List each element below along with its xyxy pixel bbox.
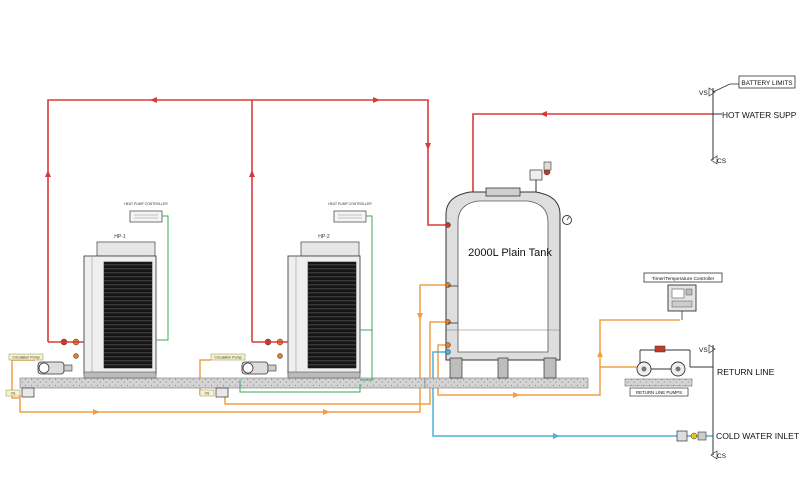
cs-tag-bottom: CS bbox=[717, 453, 727, 460]
storage-tank[interactable] bbox=[445, 187, 561, 379]
battery-limits-callout bbox=[712, 75, 796, 93]
heat-pump-2[interactable] bbox=[287, 241, 361, 379]
tank-gauge bbox=[562, 215, 572, 225]
hp1-controller: HEAT PUMP CONTROLLER bbox=[124, 202, 168, 223]
cold-inlet-valves bbox=[676, 430, 707, 442]
vs-symbol-bottom bbox=[708, 344, 716, 354]
cs-tag-top: CS bbox=[717, 158, 727, 165]
circulation-pump-1[interactable] bbox=[37, 361, 73, 375]
heat-pump-1[interactable] bbox=[83, 241, 157, 379]
return-pumps-label-box bbox=[629, 387, 689, 397]
strainer-left: VS bbox=[5, 387, 35, 398]
hp2-to-tank-wire bbox=[239, 380, 361, 393]
strainer-mid: VS bbox=[199, 387, 229, 398]
circulation-pump-1-tag bbox=[8, 353, 44, 361]
timer-controller-label: Timer/Temperature Controller bbox=[652, 276, 715, 282]
circulation-pump-2-tag bbox=[210, 353, 246, 361]
tank-relief-valve bbox=[529, 161, 552, 192]
cold-water-inlet-label: COLD WATER INLET bbox=[716, 431, 800, 441]
tank-nozzles bbox=[445, 222, 458, 355]
battery-limits-label: BATTERY LIMITS bbox=[741, 80, 792, 87]
cs-symbol-bottom bbox=[710, 450, 718, 460]
hp1-controller-label: HEAT PUMP CONTROLLER bbox=[124, 202, 168, 206]
circulation-pump-1-label: Circulation Pump bbox=[12, 356, 39, 360]
circulation-pump-2[interactable] bbox=[241, 361, 277, 375]
timer-controller[interactable] bbox=[667, 284, 697, 312]
flow-arrows-cold bbox=[553, 433, 560, 439]
concrete-pad-tank bbox=[424, 377, 589, 389]
strainer-left-tag: VS bbox=[11, 392, 16, 396]
hp2-controller: HEAT PUMP CONTROLLER bbox=[328, 202, 372, 223]
hp-valve-markers bbox=[48, 338, 288, 359]
vs-symbol-top bbox=[708, 87, 716, 97]
tank-label: 2000L Plain Tank bbox=[468, 247, 552, 259]
return-pumps-label: RETURN LINE PUMPS bbox=[636, 390, 682, 395]
hp1-control-wire bbox=[156, 215, 169, 341]
return-line-label: RETURN LINE bbox=[717, 367, 775, 377]
flow-arrows-hot bbox=[45, 97, 547, 177]
timer-controller-label-box bbox=[643, 272, 723, 283]
strainer-mid-tag: VS bbox=[205, 392, 210, 396]
hp2-control-wire bbox=[360, 215, 373, 381]
vs-tag-bottom: VS bbox=[699, 347, 708, 354]
cold-water-piping bbox=[432, 351, 713, 437]
hp2-controller-label: HEAT PUMP CONTROLLER bbox=[328, 202, 372, 206]
hp1-label: HP-1 bbox=[114, 234, 126, 240]
return-line-pumps[interactable] bbox=[636, 345, 691, 377]
circulation-pump-2-label: Circulation Pump bbox=[214, 356, 241, 360]
hp2-label: HP-2 bbox=[318, 234, 330, 240]
vs-tag-top: VS bbox=[699, 90, 708, 97]
flow-arrows-return bbox=[93, 313, 603, 415]
concrete-pad-pumps bbox=[624, 378, 693, 387]
hot-water-supply-label: HOT WATER SUPP bbox=[722, 110, 797, 120]
hot-water-piping bbox=[47, 99, 722, 342]
cs-symbol-top bbox=[710, 155, 718, 165]
right-main-riser bbox=[690, 88, 714, 455]
